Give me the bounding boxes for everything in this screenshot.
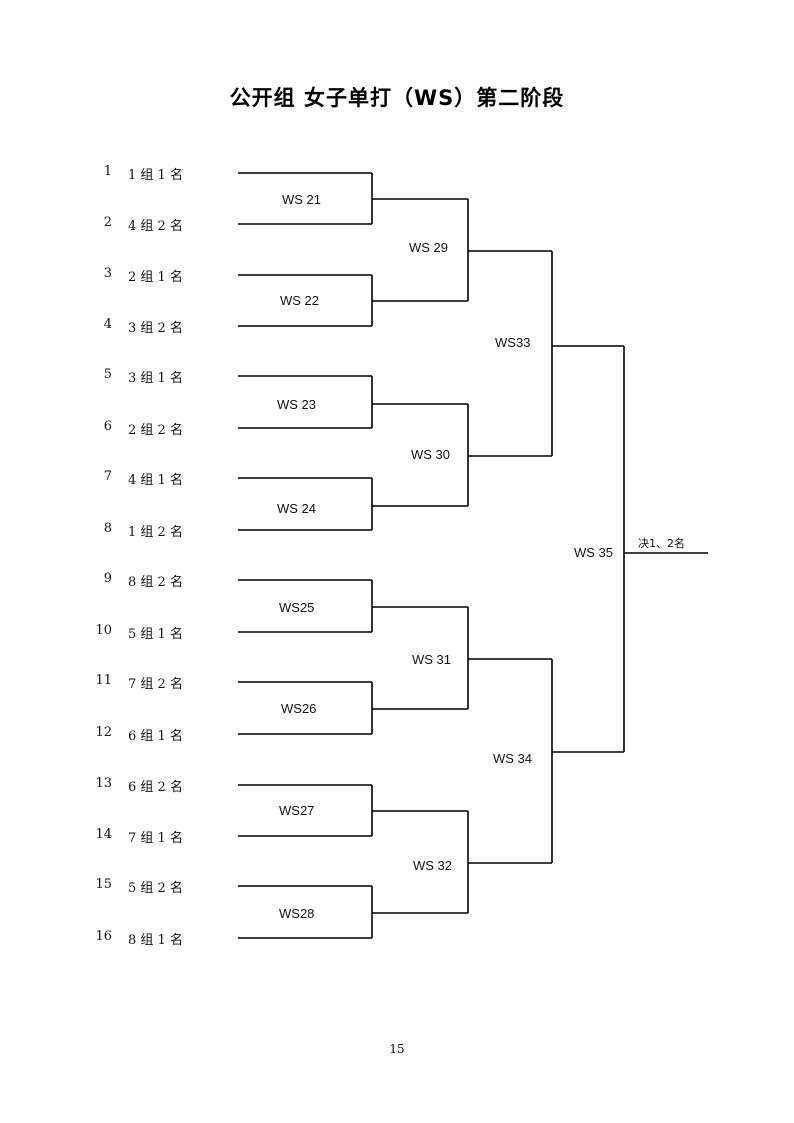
entry-label: 1 组 2 名: [128, 525, 183, 540]
entry-label: 2 组 2 名: [128, 423, 183, 438]
entry-number: 4: [103, 317, 112, 332]
page-title: 公开组 女子单打（WS）第二阶段: [229, 86, 565, 110]
round1-match-label: WS 21: [282, 192, 322, 207]
entry-label: 8 组 1 名: [128, 933, 183, 948]
entry-number: 3: [103, 266, 112, 281]
entry-label: 5 组 1 名: [128, 627, 183, 642]
entry-number: 8: [103, 521, 112, 536]
round2-lines: [372, 198, 469, 914]
entry-label: 4 组 2 名: [128, 219, 183, 234]
round1-match-label: WS 22: [280, 293, 320, 308]
entry-number: 10: [95, 623, 112, 638]
entry-number: 1: [103, 164, 112, 179]
entry-number: 15: [95, 877, 112, 892]
entry-number: 6: [103, 419, 112, 434]
entry-label: 8 组 2 名: [128, 575, 183, 590]
final-lines: [552, 345, 708, 753]
final-result-label: 决1、2名: [638, 537, 685, 550]
entry-number: 2: [103, 215, 112, 230]
entry-number: 11: [95, 673, 112, 688]
entry-label: 5 组 2 名: [128, 881, 183, 896]
entry-number: 13: [95, 776, 112, 791]
page-number: 15: [389, 1042, 405, 1056]
round1-match-label: WS 23: [277, 397, 317, 412]
round2-match-label: WS 31: [412, 652, 452, 667]
entry-label: 7 组 2 名: [128, 677, 183, 692]
round1-lines: [238, 172, 373, 939]
entry-number: 7: [103, 469, 112, 484]
round1-match-label: WS28: [279, 906, 315, 921]
round2-match-label: WS 30: [411, 447, 451, 462]
round2-match-label: WS 32: [413, 858, 453, 873]
entry-label: 4 组 1 名: [128, 473, 183, 488]
entry-number: 9: [103, 571, 112, 586]
entry-label: 6 组 2 名: [128, 780, 183, 795]
round2-match-label: WS 29: [409, 240, 449, 255]
round3-match-label: WS 34: [493, 751, 533, 766]
entry-label: 6 组 1 名: [128, 729, 183, 744]
entry-number: 16: [95, 929, 112, 944]
final-match-label: WS 35: [574, 545, 614, 560]
round3-match-label: WS33: [495, 335, 531, 350]
entry-label: 1 组 1 名: [128, 168, 183, 183]
entry-number: 12: [95, 725, 112, 740]
entry-number: 5: [103, 367, 112, 382]
round1-match-label: WS 24: [277, 501, 317, 516]
round1-match-label: WS26: [281, 701, 317, 716]
round3-lines: [468, 250, 553, 864]
entry-label: 2 组 1 名: [128, 270, 183, 285]
entry-label: 7 组 1 名: [128, 831, 183, 846]
round1-match-label: WS25: [279, 600, 315, 615]
entry-label: 3 组 2 名: [128, 321, 183, 336]
entry-number: 14: [95, 827, 112, 842]
round1-match-label: WS27: [279, 803, 315, 818]
entry-label: 3 组 1 名: [128, 371, 183, 386]
